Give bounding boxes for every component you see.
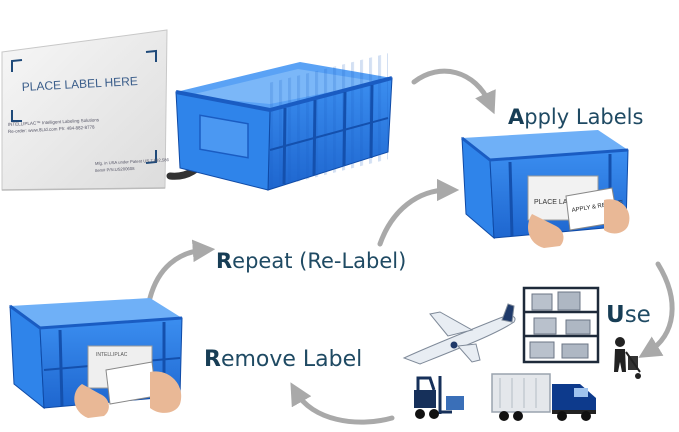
arrow-to-apply — [411, 68, 496, 115]
step-use-initial: U — [606, 302, 625, 328]
bin-remove-label-icon: INTELLIPLAC — [9, 298, 183, 418]
step-apply-labels: Apply Labels — [508, 105, 643, 129]
worker-handtruck-icon — [614, 337, 641, 379]
blue-bin-icon — [175, 53, 393, 191]
label-card-brand-line: INTELLIPLAC™ Intelligent Labeling Soluti… — [8, 117, 100, 127]
step-use-rest: se — [625, 302, 651, 328]
step-repeat-rest: epeat (Re-Label) — [232, 249, 406, 273]
step-remove-initial: R — [204, 347, 221, 372]
svg-text:Remove Label: Remove Label — [204, 347, 362, 372]
arrow-to-apply-bin — [377, 178, 460, 247]
arrow-to-use — [638, 261, 675, 358]
label-card-mfg-line: Mfg. in USA under Patent US 7,892,586 — [95, 157, 170, 166]
warehouse-shelf-icon — [522, 286, 600, 364]
step-apply-rest: pply Labels — [524, 105, 643, 129]
svg-text:Repeat (Re-Label): Repeat (Re-Label) — [216, 249, 406, 273]
label-card-item-line: Item# P/N:US200608 — [95, 166, 135, 173]
bin-label-small-text: INTELLIPLAC — [96, 352, 128, 358]
arrow-to-remove — [290, 382, 395, 425]
step-remove-rest: emove Label — [221, 347, 362, 372]
label-card-reorder-line: Re-order: www.8Ltd.com Ph: 484-882-8778 — [8, 124, 95, 134]
label-card-icon: PLACE LABEL HERE INTELLIPLAC™ Intelligen… — [1, 29, 170, 191]
step-repeat-initial: R — [216, 249, 232, 273]
bin-apply-label-icon: PLACE LABEL APPLY & REMOVE — [461, 130, 630, 248]
semi-truck-icon — [491, 373, 596, 421]
step-apply-initial: A — [508, 105, 525, 129]
bin-label-place-text: PLACE LABEL — [534, 199, 581, 206]
arrow-to-repeat-up — [147, 239, 216, 301]
step-use: Use — [606, 302, 651, 328]
step-remove-label: Remove Label — [204, 347, 362, 372]
hand-icon — [528, 199, 630, 248]
airplane-icon — [402, 303, 516, 365]
svg-text:Use: Use — [606, 302, 651, 328]
forklift-icon — [414, 376, 464, 419]
svg-text:Apply Labels: Apply Labels — [508, 105, 643, 129]
step-repeat-relabel: Repeat (Re-Label) — [216, 249, 406, 273]
label-card-headline: PLACE LABEL HERE — [21, 74, 138, 94]
cycle-arrows — [147, 68, 675, 425]
